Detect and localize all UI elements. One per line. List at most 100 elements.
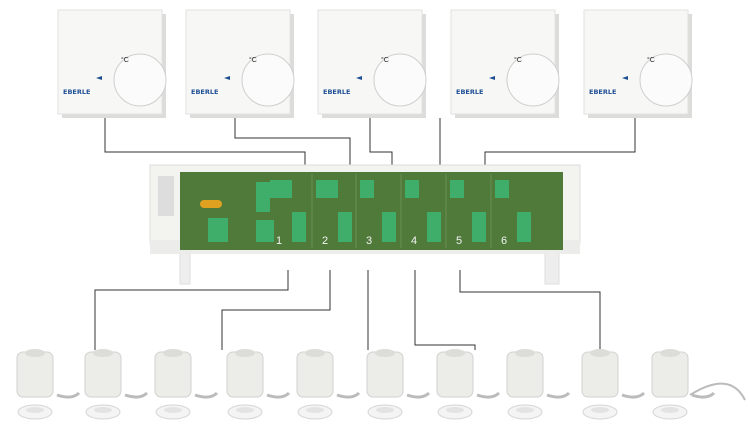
actuator-body: [154, 351, 192, 398]
temperature-dial: [241, 53, 295, 107]
thermostat: °C EBERLE: [450, 9, 560, 118]
thermal-actuator: [506, 349, 571, 420]
zone-input-terminal: [450, 180, 464, 198]
actuators: [16, 349, 746, 420]
zone-number: 1: [276, 235, 282, 247]
mount-foot-left: [179, 251, 191, 285]
zone-output-terminal: [338, 212, 352, 242]
zone-output-terminal: [427, 212, 441, 242]
actuator-cap: [445, 349, 465, 357]
actuator-cable: [124, 391, 149, 399]
actuator-wire: [94, 270, 289, 350]
setpoint-marker-icon: [622, 76, 628, 80]
actuator-body: [506, 351, 544, 398]
temperature-dial: [113, 53, 167, 107]
adapter-ring-hole: [376, 407, 394, 413]
actuator-cap: [163, 349, 183, 357]
actuator-cap: [93, 349, 113, 357]
thermostat-wire: [104, 118, 306, 175]
adapter-ring-hole: [661, 407, 679, 413]
zone-number: 5: [456, 235, 462, 247]
setpoint-marker-icon: [224, 76, 230, 80]
fuse: [200, 200, 222, 208]
actuator-cable: [691, 391, 716, 399]
adapter-ring-hole: [446, 407, 464, 413]
actuator-body: [84, 351, 122, 398]
actuator-cable: [194, 391, 219, 399]
setpoint-marker-icon: [96, 76, 102, 80]
thermal-actuator: [366, 349, 431, 420]
brand-logo: EBERLE: [456, 88, 483, 96]
zone-output-terminal: [472, 212, 486, 242]
wires: [94, 118, 636, 350]
actuator-cap: [660, 349, 680, 357]
actuator-cable: [406, 391, 431, 399]
brand-logo: EBERLE: [63, 88, 90, 96]
actuator-body: [651, 351, 689, 398]
zone-input-terminal: [316, 180, 338, 198]
zone-input-terminal: [360, 180, 374, 198]
adapter-ring-hole: [164, 407, 182, 413]
actuator-cable: [266, 391, 291, 399]
adapter-ring-hole: [26, 407, 44, 413]
unit-label: °C: [249, 56, 257, 64]
actuator-body: [366, 351, 404, 398]
zone-output-terminal: [382, 212, 396, 242]
adapter-ring-hole: [94, 407, 112, 413]
adapter-ring-hole: [236, 407, 254, 413]
label-sticker: [158, 176, 174, 216]
cable-end: [689, 382, 746, 401]
actuator-wire: [221, 270, 331, 350]
thermostat: °C EBERLE: [583, 9, 693, 118]
setpoint-marker-icon: [489, 76, 495, 80]
thermal-actuator: [226, 349, 291, 420]
actuator-body: [16, 351, 54, 398]
zone-input-terminal: [405, 180, 419, 198]
relay: [256, 182, 270, 212]
thermal-actuator: [436, 349, 501, 420]
actuator-cap: [515, 349, 535, 357]
control-board: 1 2 3 4 5 6: [149, 164, 581, 285]
zone-input-terminal: [495, 180, 509, 198]
mount-foot-right: [544, 251, 560, 285]
thermostat-wire: [234, 118, 351, 175]
zone-number: 2: [322, 235, 328, 247]
zone-number: 6: [501, 235, 507, 247]
adapter-ring-hole: [516, 407, 534, 413]
thermal-actuator: [16, 349, 81, 420]
thermal-actuator: [651, 349, 716, 420]
brand-logo: EBERLE: [191, 88, 218, 96]
temperature-dial: [639, 53, 693, 107]
unit-label: °C: [647, 56, 655, 64]
thermal-actuator: [154, 349, 219, 420]
temperature-dial: [506, 53, 560, 107]
adapter-ring-hole: [591, 407, 609, 413]
actuator-body: [436, 351, 474, 398]
actuator-cable: [546, 391, 571, 399]
zone-output-terminal: [517, 212, 531, 242]
setpoint-marker-icon: [356, 76, 362, 80]
zone-number: 4: [411, 235, 417, 247]
zone-output-terminal: [292, 212, 306, 242]
brand-logo: EBERLE: [589, 88, 616, 96]
thermostat: °C EBERLE: [185, 9, 295, 118]
zone-number: 3: [366, 235, 372, 247]
actuator-cable: [476, 391, 501, 399]
actuator-wire: [459, 270, 601, 350]
actuator-cap: [375, 349, 395, 357]
actuator-cap: [305, 349, 325, 357]
terminal: [256, 220, 274, 242]
thermal-actuator: [84, 349, 149, 420]
actuator-cap: [235, 349, 255, 357]
thermal-actuator: [296, 349, 361, 420]
unit-label: °C: [514, 56, 522, 64]
temperature-dial: [373, 53, 427, 107]
brand-logo: EBERLE: [323, 88, 350, 96]
zone-input-terminal: [270, 180, 292, 198]
thermostat-wire: [369, 118, 393, 175]
